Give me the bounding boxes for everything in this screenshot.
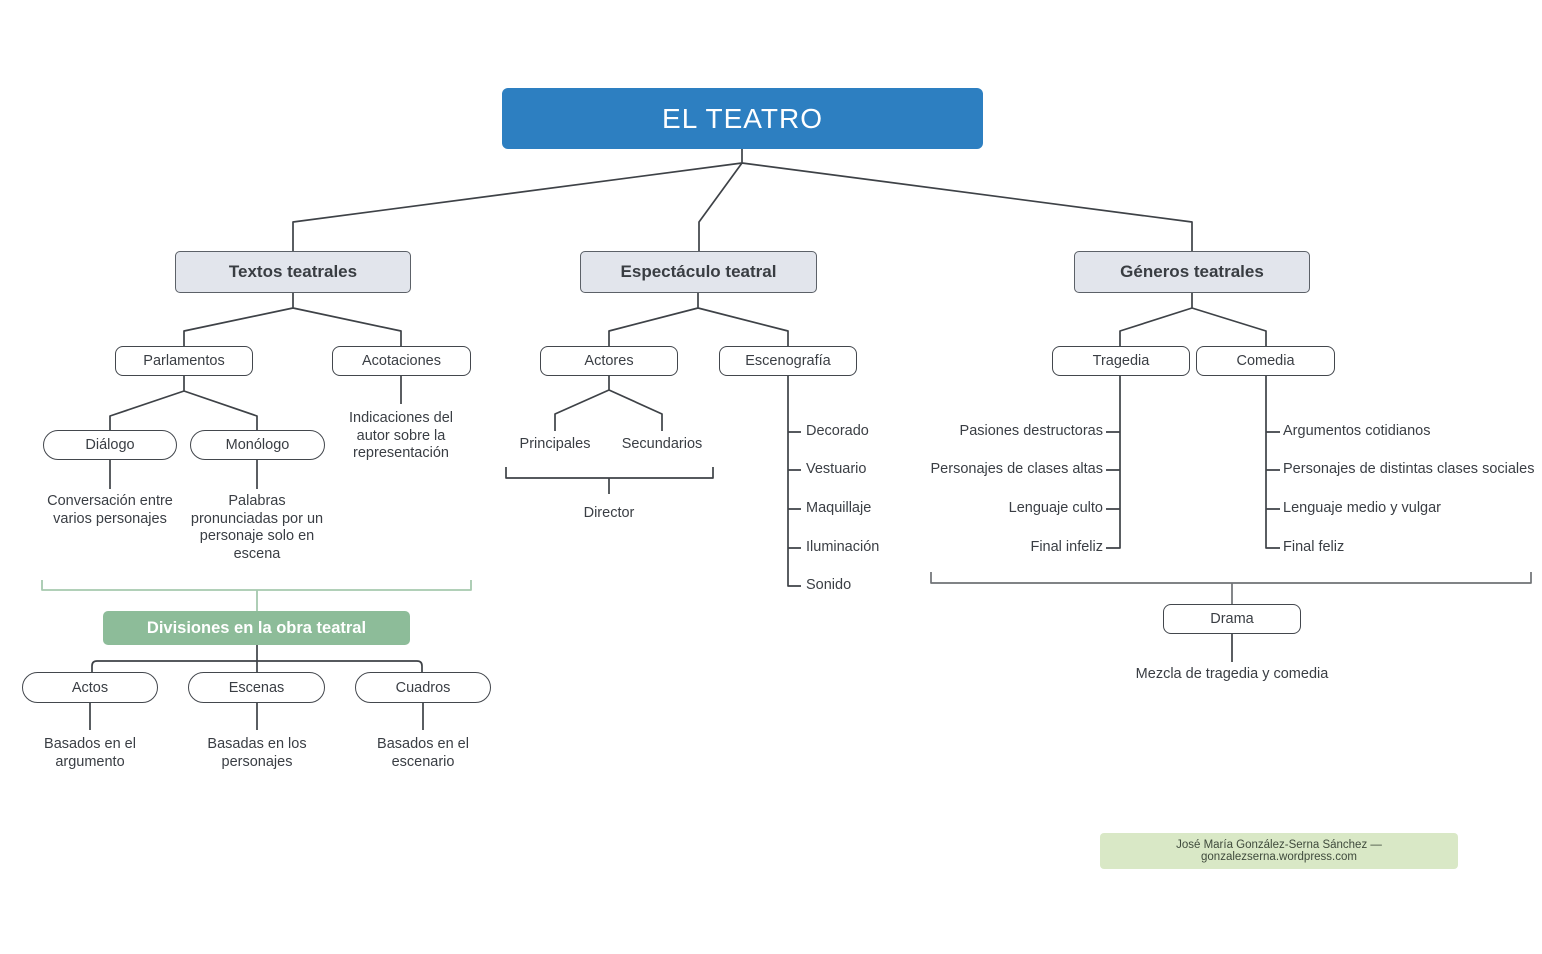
edge-parlamentos-fork (109, 376, 258, 430)
node-actores-label: Actores (584, 353, 634, 369)
node-escenas-label: Escenas (228, 679, 285, 696)
node-tragedia: Tragedia (1052, 346, 1190, 376)
leaf-vestuario: Vestuario (806, 461, 867, 477)
node-acotaciones: Acotaciones (332, 346, 471, 376)
desc-drama: Mezcla de tragedia y comedia (1135, 666, 1329, 682)
desc-cuadros: Basados en el escenario (377, 736, 469, 770)
bracket-drama (930, 572, 1532, 604)
node-cuadros-label: Cuadros (395, 679, 451, 696)
edge-escenografia-trunk (787, 376, 801, 587)
node-escenografia: Escenografía (719, 346, 857, 376)
node-escenas: Escenas (188, 672, 325, 703)
leaf-secundarios: Secundarios (621, 436, 703, 452)
edge-generos-fork (1119, 293, 1267, 346)
node-monologo: Monólogo (190, 430, 325, 460)
desc-dialogo: Conversación entre varios personajes (47, 493, 173, 527)
category-textos-label: Textos teatrales (228, 262, 358, 281)
node-comedia: Comedia (1196, 346, 1335, 376)
edge-textos-fork (183, 293, 402, 346)
node-monologo-label: Monólogo (225, 437, 290, 453)
leaf-personajes-distintas-clases: Personajes de distintas clases sociales (1283, 461, 1535, 477)
desc-acotaciones: Indicaciones del autor sobre la represen… (349, 410, 453, 461)
leaf-final-infeliz: Final infeliz (1030, 539, 1103, 555)
leaf-sonido: Sonido (806, 577, 852, 593)
credit-text: José María González-Serna Sánchez — gonz… (1176, 839, 1382, 863)
leaf-maquillaje: Maquillaje (806, 500, 872, 516)
leaf-decorado: Decorado (806, 423, 869, 439)
leaf-argumentos-cotidianos: Argumentos cotidianos (1283, 423, 1431, 439)
node-tragedia-label: Tragedia (1092, 353, 1150, 369)
node-cuadros: Cuadros (355, 672, 491, 703)
leaf-lenguaje-culto: Lenguaje culto (1008, 500, 1103, 516)
node-actos-label: Actos (71, 679, 109, 696)
node-drama-label: Drama (1210, 611, 1254, 627)
node-parlamentos: Parlamentos (115, 346, 253, 376)
node-parlamentos-label: Parlamentos (143, 353, 225, 369)
node-dialogo-label: Diálogo (85, 437, 135, 453)
root-title: EL TEATRO (662, 102, 823, 134)
credit-banner: José María González-Serna Sánchez — gonz… (1100, 833, 1458, 869)
edge-actores-fork (554, 376, 663, 431)
desc-monologo: Palabras pronunciadas por un personaje s… (190, 493, 324, 562)
node-dialogo: Diálogo (43, 430, 177, 460)
header-divisiones-label: Divisiones en la obra teatral (146, 618, 367, 637)
header-divisiones-obra-teatral: Divisiones en la obra teatral (103, 611, 410, 645)
category-textos-teatrales: Textos teatrales (175, 251, 411, 293)
leaf-principales: Principales (519, 436, 591, 452)
bracket-divisiones (41, 580, 472, 611)
node-comedia-label: Comedia (1236, 353, 1295, 369)
node-actos: Actos (22, 672, 158, 703)
desc-actos: Basados en el argumento (44, 736, 136, 770)
node-drama: Drama (1163, 604, 1301, 634)
root-node-el-teatro: EL TEATRO (502, 88, 983, 149)
leaf-final-feliz: Final feliz (1283, 539, 1345, 555)
edge-espectaculo-fork (608, 293, 789, 346)
category-espectaculo-teatral: Espectáculo teatral (580, 251, 817, 293)
node-acotaciones-label: Acotaciones (362, 353, 441, 369)
category-espectaculo-label: Espectáculo teatral (620, 262, 777, 281)
category-generos-teatrales: Géneros teatrales (1074, 251, 1310, 293)
node-actores: Actores (540, 346, 678, 376)
leaf-director: Director (583, 505, 635, 521)
bracket-director (505, 467, 714, 494)
edge-root-trunk (292, 149, 1193, 251)
desc-escenas: Basadas en los personajes (207, 736, 307, 770)
category-generos-label: Géneros teatrales (1120, 262, 1264, 281)
edge-tragedia-trunk (1106, 376, 1121, 549)
leaf-personajes-clases-altas: Personajes de clases altas (930, 461, 1104, 477)
leaf-iluminacion: Iluminación (806, 539, 880, 555)
node-escenografia-label: Escenografía (745, 353, 831, 369)
leaf-pasiones-destructoras: Pasiones destructoras (959, 423, 1103, 439)
edge-comedia-trunk (1265, 376, 1280, 549)
leaf-lenguaje-medio-vulgar: Lenguaje medio y vulgar (1283, 500, 1441, 516)
